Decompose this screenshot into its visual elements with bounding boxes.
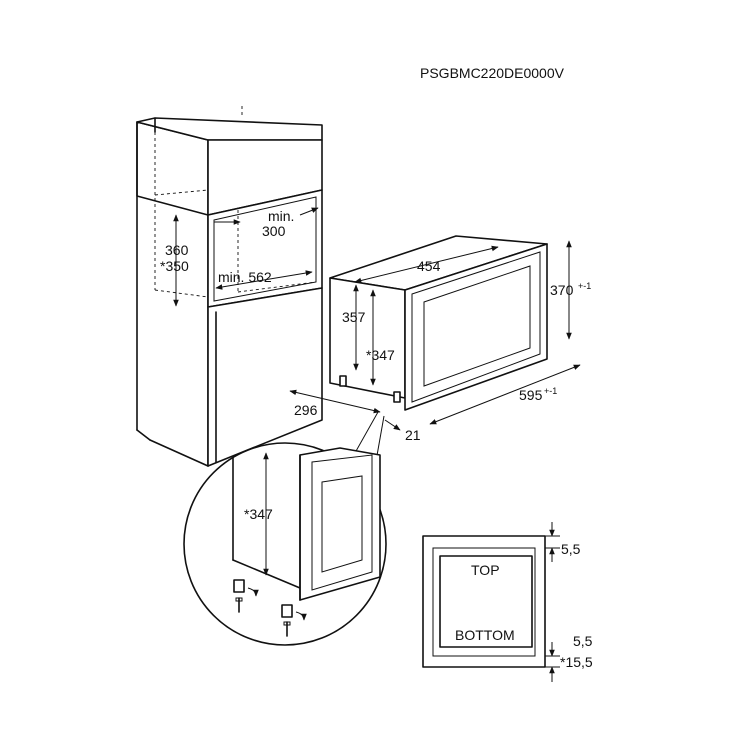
appliance-width: 454 bbox=[417, 258, 441, 274]
label-bottom: BOTTOM bbox=[455, 627, 515, 643]
section-view: TOP BOTTOM 5,5 5,5 *15,5 bbox=[422, 522, 593, 682]
niche-height-a: 360 bbox=[165, 242, 189, 258]
appliance-depth-tol: +-1 bbox=[544, 386, 557, 396]
appliance-drawing: 454 370 +-1 357 *347 296 595 +-1 21 bbox=[289, 235, 591, 443]
appliance-depth: 595 bbox=[519, 387, 543, 403]
top-gap: 5,5 bbox=[561, 541, 581, 557]
bottom-gap: 5,5 bbox=[573, 633, 593, 649]
niche-height-b: *350 bbox=[160, 258, 189, 274]
body-depth: 296 bbox=[294, 402, 318, 418]
frame-height: 357 bbox=[342, 309, 366, 325]
niche-min-depth: min. 562 bbox=[218, 269, 272, 285]
model-code: PSGBMC220DE0000V bbox=[420, 65, 565, 81]
appliance-height: 370 bbox=[550, 282, 574, 298]
front-depth: 21 bbox=[405, 427, 421, 443]
niche-min-label: min. bbox=[268, 208, 294, 224]
appliance-height-tol: +-1 bbox=[578, 281, 591, 291]
label-top: TOP bbox=[471, 562, 500, 578]
cabinet-drawing: min. 300 360 *350 min. 562 bbox=[136, 106, 323, 467]
bottom-offset: *15,5 bbox=[560, 654, 593, 670]
detail-height: *347 bbox=[244, 506, 273, 522]
body-height: *347 bbox=[366, 347, 395, 363]
detail-view: *347 bbox=[183, 411, 387, 646]
niche-min-width: 300 bbox=[262, 223, 286, 239]
